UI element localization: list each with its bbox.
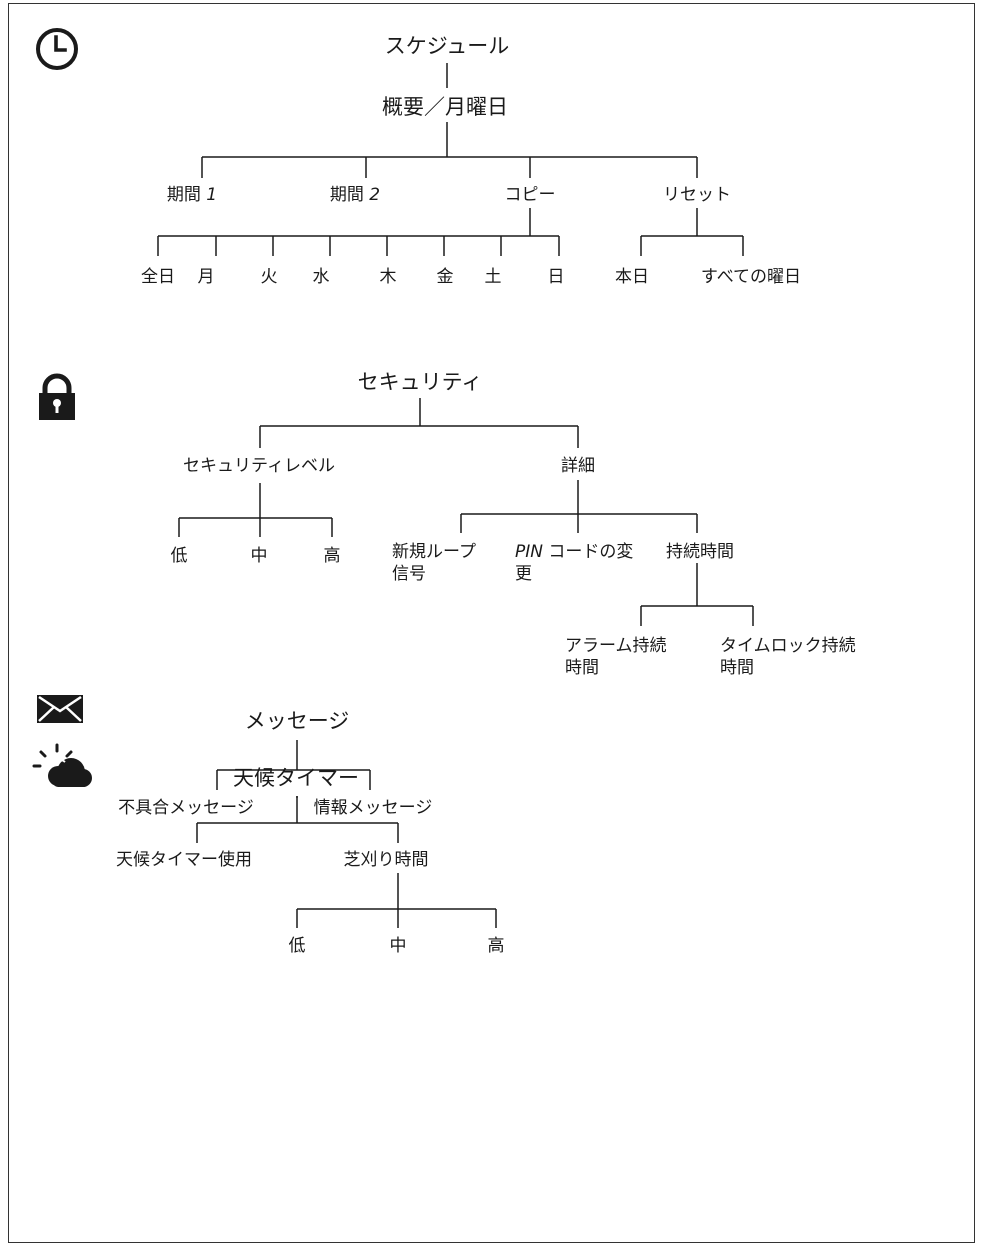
security-low: 低 [170,546,188,566]
padlock-icon [39,373,75,420]
weather-high: 高 [487,936,505,956]
clock-icon [36,28,78,70]
security-duration: 持続時間 [666,542,734,562]
messages-info: 情報メッセージ [313,798,433,818]
reset-all-days: すべての曜日 [700,267,802,287]
security-timelock-duration: タイムロック持続 時間 [720,636,856,678]
weather-use: 天候タイマー使用 [116,850,252,870]
messages-root: メッセージ [244,709,350,733]
security-pin-change: PIN コードの変 更 [515,542,634,584]
security-root: セキュリティ [357,370,483,394]
weather-icon [32,743,92,787]
day-wed: 水 [312,267,330,287]
security-new-loop: 新規ループ 信号 [392,542,476,584]
schedule-reset: リセット [663,185,731,205]
schedule-period-1: 期間 1 [166,185,218,205]
day-thu: 木 [379,267,397,287]
weather-mowing-time: 芝刈り時間 [343,850,429,870]
schedule-overview: 概要／月曜日 [382,95,508,119]
envelope-icon [37,695,83,723]
security-alarm-duration: アラーム持続 時間 [565,636,667,678]
weather-root: 天候タイマー [233,766,359,790]
security-details: 詳細 [561,456,595,476]
weather-low: 低 [288,936,306,956]
security-high: 高 [323,546,341,566]
day-mon: 月 [197,267,215,287]
day-tue: 火 [260,267,278,287]
security-level: セキュリティレベル [183,456,335,476]
schedule-period-2: 期間 2 [329,185,381,205]
day-fri: 金 [436,267,454,287]
day-sun: 日 [547,267,565,287]
messages-fault: 不具合メッセージ [118,798,254,818]
weather-mid: 中 [389,936,407,956]
schedule-root: スケジュール [384,34,510,58]
schedule-copy: コピー [504,185,556,205]
day-all: 全日 [141,267,175,287]
security-mid: 中 [250,546,268,566]
day-sat: 土 [484,267,502,287]
reset-today: 本日 [615,267,649,287]
